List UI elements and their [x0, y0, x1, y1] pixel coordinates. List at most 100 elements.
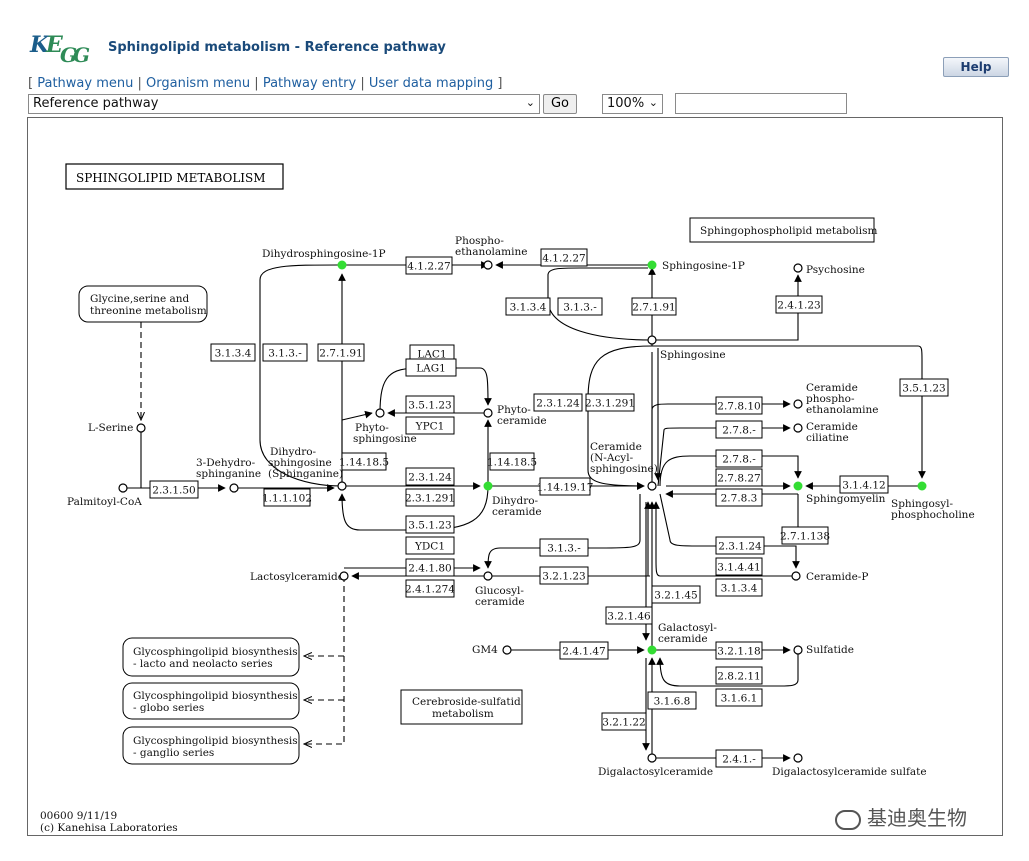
enzyme-box[interactable]	[317, 343, 365, 362]
enzyme-label: 3.2.1.18	[717, 646, 760, 658]
compound-phosphoethanolamine[interactable]	[483, 260, 493, 270]
compound-ceramide-ciliatine[interactable]	[793, 423, 803, 433]
enzyme-box[interactable]	[715, 688, 763, 707]
enzyme-box[interactable]	[715, 468, 763, 487]
compound-phytoceramide[interactable]	[483, 408, 493, 418]
compound-sphingomyelin[interactable]	[793, 481, 803, 491]
enzyme-box[interactable]	[839, 475, 889, 494]
enzyme-box[interactable]	[605, 606, 653, 625]
pathway-link-glycine-serine[interactable]	[78, 285, 208, 323]
enzyme-box[interactable]	[405, 395, 455, 414]
enzyme-label: 1.14.18.5	[339, 457, 389, 469]
enzyme-box[interactable]	[405, 416, 455, 435]
enzyme-box[interactable]	[557, 297, 603, 316]
pathway-link-sphingophospholipid[interactable]	[689, 217, 875, 243]
help-button[interactable]: Help	[943, 57, 1009, 77]
go-button[interactable]: Go	[543, 94, 577, 114]
enzyme-label: 3.1.6.1	[721, 693, 758, 705]
enzyme-box[interactable]	[405, 558, 455, 577]
enzyme-box[interactable]	[540, 248, 588, 267]
enzyme-box[interactable]	[210, 343, 256, 362]
zoom-select[interactable]: 100% ⌄	[602, 94, 663, 114]
pathway-link-cerebroside[interactable]	[400, 689, 523, 725]
enzyme-box[interactable]	[559, 641, 609, 660]
enzyme-box[interactable]	[715, 420, 763, 439]
enzyme-label: 3.1.6.8	[654, 696, 691, 708]
compound-label-dihydrosphingosine-1p: Dihydrosphingosine-1P	[262, 248, 386, 260]
compound-sulfatide[interactable]	[793, 645, 803, 655]
nav-link-pathway-entry[interactable]: Pathway entry	[262, 76, 357, 91]
search-input[interactable]	[675, 93, 847, 114]
nav-link-organism-menu[interactable]: Organism menu	[146, 76, 251, 91]
compound-label-galactosylceramide: Galactosyl-	[658, 622, 717, 634]
enzyme-box[interactable]	[715, 488, 763, 507]
pathway-link-label: Glycosphingolipid biosynthesis	[133, 690, 298, 702]
enzyme-box[interactable]	[651, 585, 701, 604]
enzyme-box[interactable]	[715, 557, 763, 576]
nav-link-pathway-menu[interactable]: Pathway menu	[37, 76, 134, 91]
enzyme-box[interactable]	[585, 393, 635, 412]
nav-link-user-data-mapping[interactable]: User data mapping	[368, 76, 494, 91]
compound-label-ceramide-ciliatine: ciliatine	[806, 432, 849, 444]
enzyme-box[interactable]	[601, 712, 647, 731]
compound-galactosylceramide[interactable]	[647, 645, 657, 655]
compound-digalactosylceramide-sulfate[interactable]	[793, 753, 803, 763]
pathway-link-gsl-lacto[interactable]	[122, 637, 300, 677]
compound-psychosine[interactable]	[793, 263, 803, 273]
compound-digalactosylceramide[interactable]	[647, 753, 657, 763]
compound-ceramide-p[interactable]	[791, 571, 801, 581]
compound-dihydroceramide[interactable]	[483, 481, 493, 491]
compound-ceramide-phosphoethanolamine[interactable]	[793, 399, 803, 409]
compound-lactosylceramide[interactable]	[339, 571, 349, 581]
enzyme-box[interactable]	[631, 297, 677, 316]
enzyme-box[interactable]	[539, 477, 591, 496]
enzyme-box[interactable]	[405, 256, 453, 275]
enzyme-box[interactable]	[539, 566, 589, 585]
enzyme-label: 3.1.3.-	[547, 543, 581, 555]
compound-3-dehydrosphinganine[interactable]	[229, 483, 239, 493]
compound-dihydrosphingosine[interactable]	[337, 481, 347, 491]
enzyme-box[interactable]	[715, 666, 763, 685]
enzyme-box[interactable]	[715, 749, 763, 768]
compound-sphingosylphosphocholine[interactable]	[917, 481, 927, 491]
enzyme-box[interactable]	[405, 515, 455, 534]
enzyme-box[interactable]	[405, 536, 455, 555]
enzyme-box[interactable]	[715, 641, 763, 660]
enzyme-box[interactable]	[405, 467, 455, 486]
compound-dihydrosphingosine-1p[interactable]	[337, 260, 347, 270]
enzyme-box[interactable]	[775, 295, 823, 314]
kegg-logo-icon: K E G G	[29, 32, 90, 67]
compound-palmitoyl-coa[interactable]	[118, 483, 128, 493]
compound-l-serine[interactable]	[136, 423, 146, 433]
compound-sphingosine-1p[interactable]	[647, 260, 657, 270]
enzyme-box[interactable]	[505, 297, 551, 316]
enzyme-box[interactable]	[262, 343, 308, 362]
enzyme-box[interactable]	[715, 449, 763, 468]
enzyme-box[interactable]	[647, 691, 697, 710]
compound-label-sphingosine-1p: Sphingosine-1P	[662, 260, 745, 272]
enzyme-box[interactable]	[539, 538, 589, 557]
enzyme-box[interactable]	[899, 378, 949, 397]
enzyme-box[interactable]	[341, 452, 387, 471]
enzyme-box[interactable]	[715, 578, 763, 597]
enzyme-label: 3.2.1.45	[654, 590, 697, 602]
enzyme-box[interactable]	[533, 393, 583, 412]
enzyme-box[interactable]	[489, 452, 535, 471]
compound-glucosylceramide[interactable]	[483, 571, 493, 581]
compound-ceramide[interactable]	[647, 481, 657, 491]
enzyme-box[interactable]	[781, 526, 829, 545]
enzyme-box[interactable]	[405, 579, 455, 598]
enzyme-box[interactable]	[405, 488, 455, 507]
compound-phytosphingosine[interactable]	[375, 408, 385, 418]
enzyme-box[interactable]	[405, 358, 457, 377]
enzyme-box[interactable]	[715, 396, 763, 415]
enzyme-box[interactable]	[149, 480, 199, 499]
chevron-down-icon: ⌄	[525, 96, 535, 109]
pathway-select[interactable]: Reference pathway ⌄	[28, 94, 540, 114]
compound-sphingosine[interactable]	[647, 335, 657, 345]
pathway-link-gsl-globo[interactable]	[122, 682, 300, 720]
pathway-link-gsl-ganglio[interactable]	[122, 726, 300, 765]
enzyme-box[interactable]	[263, 488, 311, 507]
compound-gm4[interactable]	[502, 645, 512, 655]
enzyme-box[interactable]	[715, 536, 765, 555]
